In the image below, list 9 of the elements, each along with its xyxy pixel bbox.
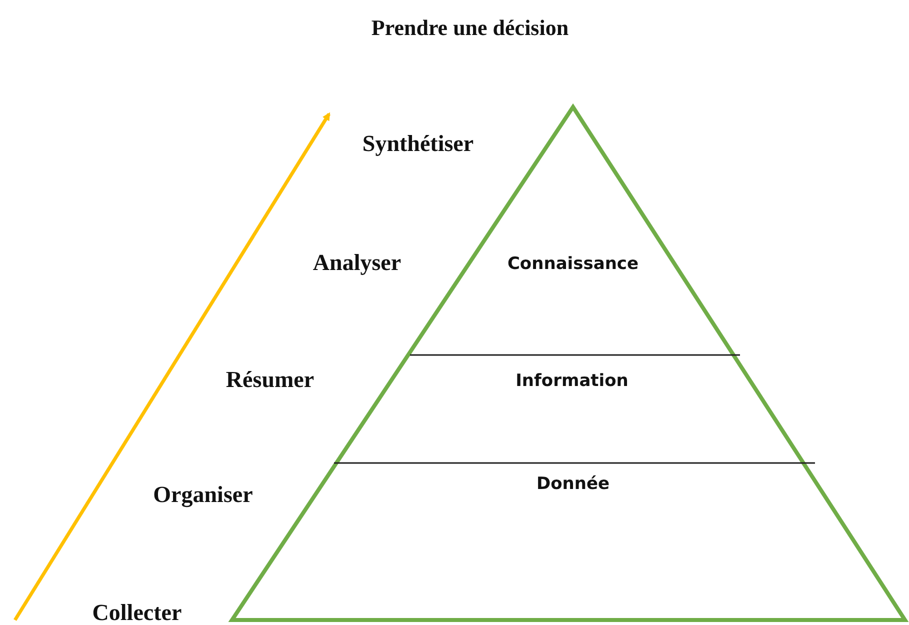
step-label: Résumer: [226, 367, 314, 393]
pyramid-tier-label: Connaissance: [507, 254, 639, 274]
step-label: Collecter: [92, 600, 182, 625]
step-label: Organiser: [153, 482, 253, 508]
step-label: Analyser: [312, 250, 402, 276]
step-label: Synthétiser: [362, 131, 474, 157]
diagram-title: Prendre une décision: [371, 15, 569, 41]
pyramid-tier-label: Donnée: [536, 474, 610, 494]
pyramid-tier-label: Information: [516, 371, 628, 391]
